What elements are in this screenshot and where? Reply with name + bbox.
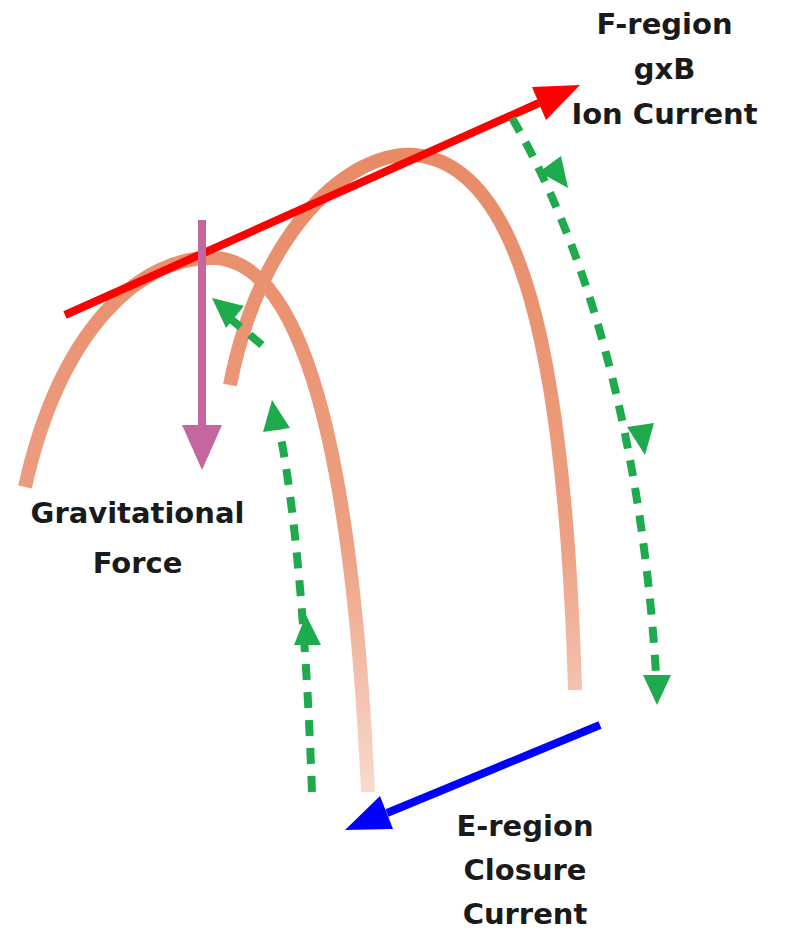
- arrow-head: [294, 615, 321, 645]
- ion-current-arrow: [65, 103, 539, 315]
- arrow-head: [627, 423, 654, 455]
- current-path: [512, 118, 657, 690]
- arrow-label: E-region Closure Current: [400, 804, 650, 936]
- closure-current-arrow: [387, 725, 600, 813]
- arrow-head: [212, 298, 244, 328]
- arrow-head: [345, 796, 393, 830]
- arrow-head: [182, 425, 222, 470]
- field-line: [230, 155, 575, 690]
- gravity-arrow: [198, 220, 206, 430]
- arrow-head: [539, 156, 568, 188]
- current-path: [232, 320, 312, 792]
- arrow-head: [263, 400, 290, 432]
- arrow-head: [643, 675, 671, 705]
- arrow-label: Gravitational Force: [5, 488, 270, 588]
- arrow-label: F-region gxB Ion Current: [547, 2, 782, 137]
